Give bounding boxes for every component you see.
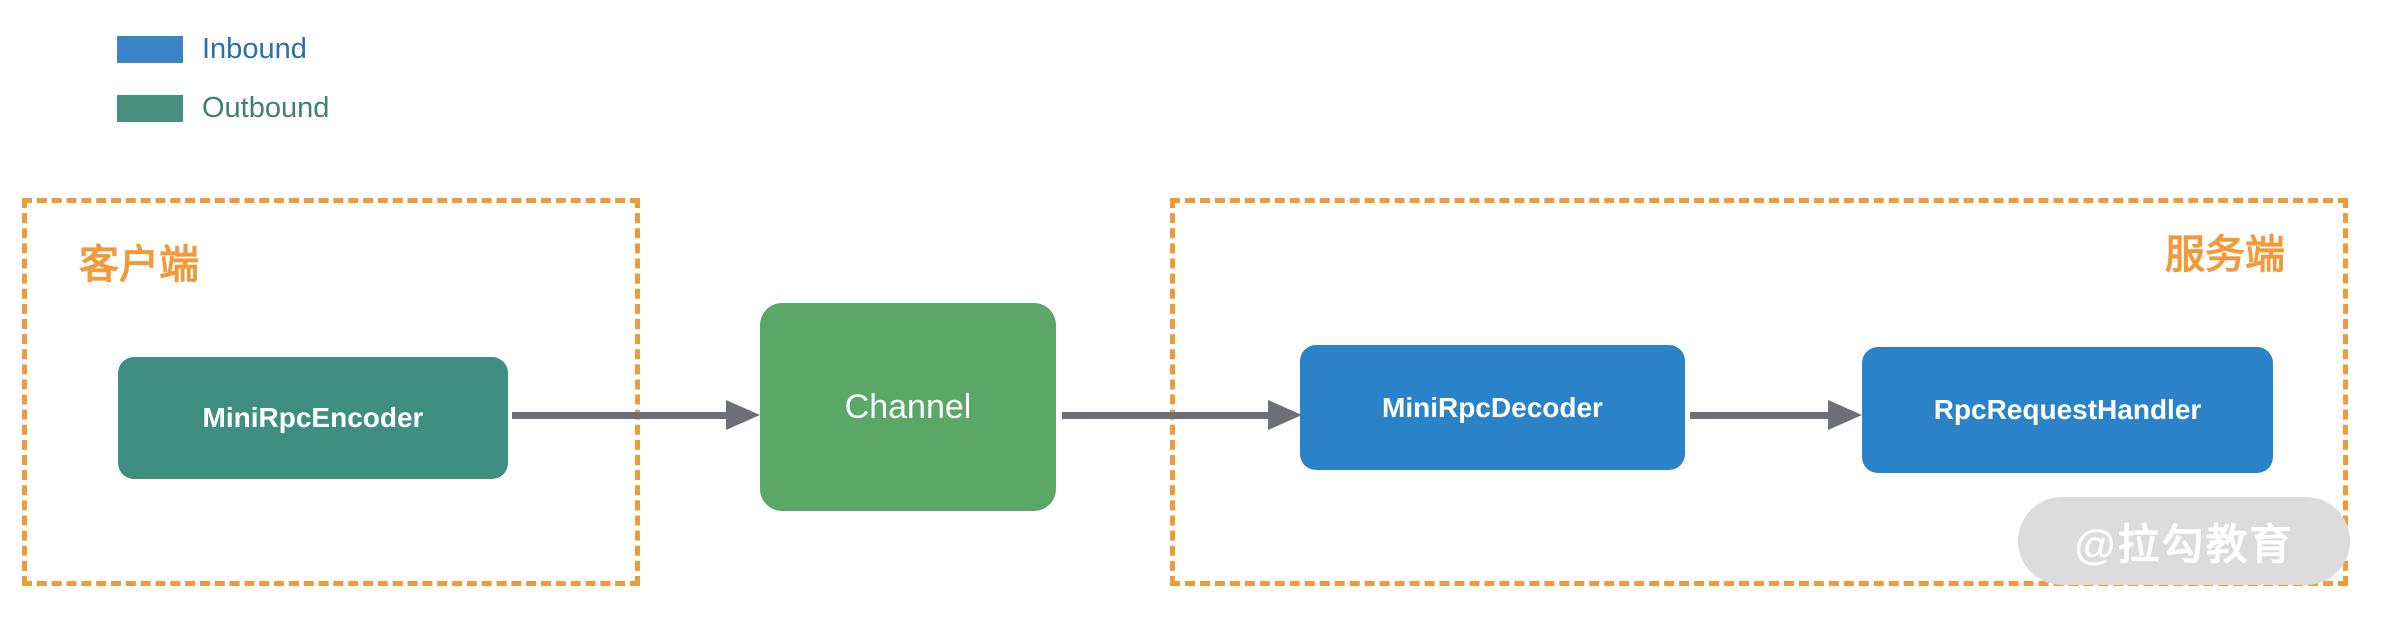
- node-minirpcencoder: MiniRpcEncoder: [118, 357, 508, 479]
- inbound-color-swatch: [117, 35, 183, 63]
- arrow-channel-to-decoder-line: [1062, 412, 1270, 419]
- legend-label-inbound: Inbound: [202, 32, 307, 65]
- arrowhead-icon: [726, 400, 760, 430]
- arrow-decoder-to-handler-line: [1690, 412, 1830, 419]
- outbound-color-swatch: [117, 94, 183, 122]
- legend: Inbound Outbound: [117, 30, 329, 148]
- client-group-box: 客户端: [22, 198, 640, 586]
- node-minirpcdecoder: MiniRpcDecoder: [1300, 345, 1685, 470]
- node-channel: Channel: [760, 303, 1056, 511]
- server-group-box: 服务端: [1170, 198, 2348, 586]
- legend-item-outbound: Outbound: [117, 89, 329, 127]
- node-rpcrequesthandler: RpcRequestHandler: [1862, 347, 2273, 473]
- client-group-label: 客户端: [79, 243, 199, 287]
- watermark-badge: @拉勾教育: [2018, 497, 2350, 585]
- legend-label-outbound: Outbound: [202, 91, 330, 124]
- server-group-label: 服务端: [2165, 233, 2285, 277]
- legend-item-inbound: Inbound: [117, 30, 329, 68]
- arrowhead-icon: [1828, 400, 1862, 430]
- arrow-encoder-to-channel-line: [512, 412, 728, 419]
- arrowhead-icon: [1268, 400, 1302, 430]
